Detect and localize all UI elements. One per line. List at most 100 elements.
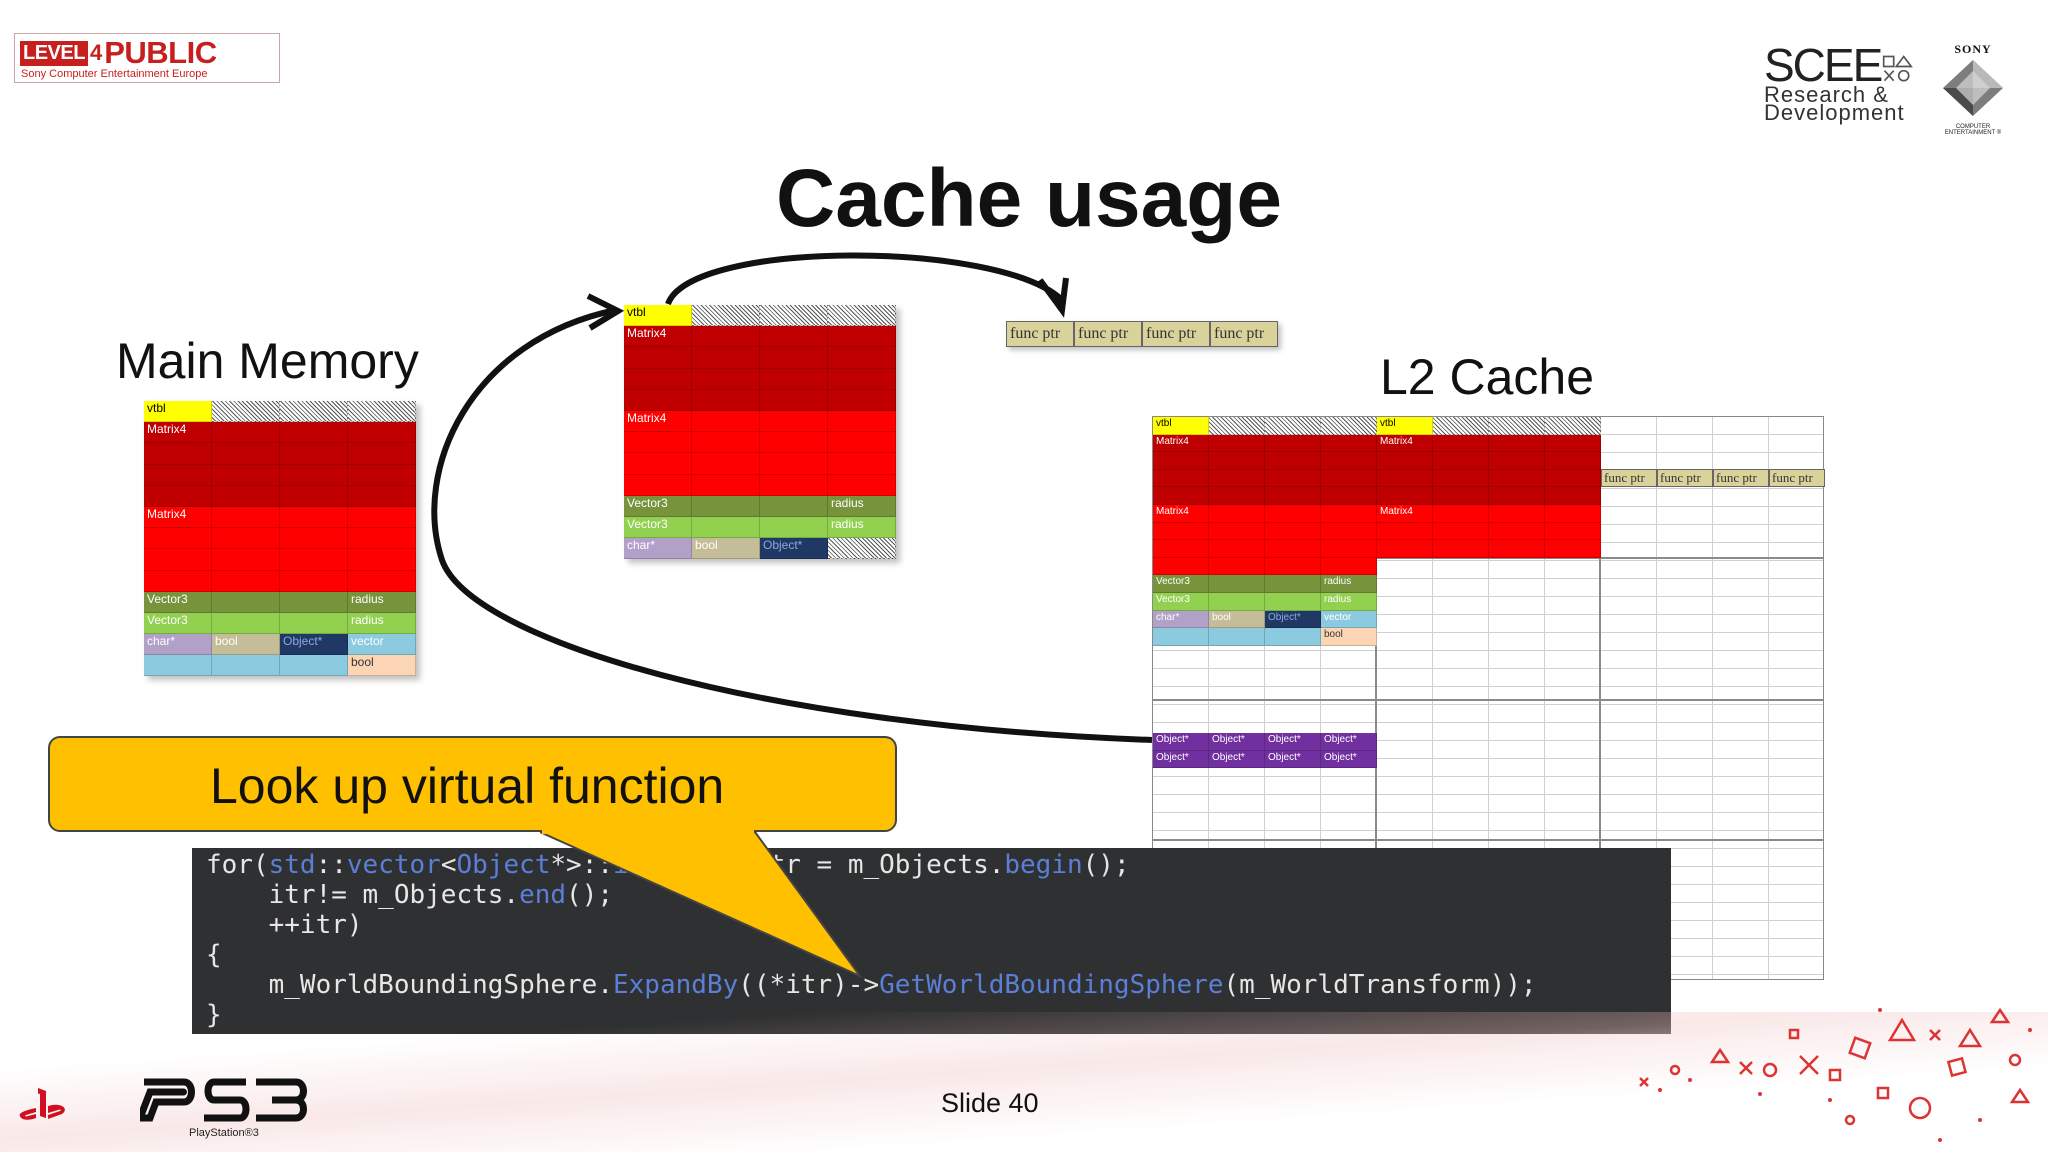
cell-radius: radius xyxy=(828,495,896,517)
cell-char-ptr: char* xyxy=(1153,610,1209,629)
cell-pad xyxy=(692,305,760,327)
cell-matrix xyxy=(348,528,416,550)
cell-bool: bool xyxy=(692,538,760,560)
badge-subtitle: Sony Computer Entertainment Europe xyxy=(21,68,208,80)
cell-object-ptr: Object* xyxy=(1321,733,1377,751)
callout-text: Look up virtual function xyxy=(210,758,725,814)
cell-matrix xyxy=(760,432,828,454)
cell-matrix xyxy=(1489,434,1545,453)
cell-vector-part xyxy=(280,655,348,677)
ps3-subtitle: PlayStation®3 xyxy=(189,1127,259,1139)
cell-pad xyxy=(1321,417,1377,435)
cell-pad xyxy=(280,401,348,423)
cell-matrix xyxy=(828,410,896,433)
cell-pad xyxy=(1433,417,1489,435)
cell-matrix4: Matrix4 xyxy=(1377,504,1433,523)
cell-matrix xyxy=(692,453,760,475)
arrow-to-vtable xyxy=(665,252,1065,306)
cell-matrix xyxy=(1209,434,1265,453)
cache-line-divider xyxy=(1153,557,1823,559)
cell-pad xyxy=(1545,417,1601,435)
cell-vtbl: vtbl xyxy=(144,401,212,423)
cell-matrix xyxy=(280,464,348,486)
cell-matrix xyxy=(828,432,896,454)
code-line-5: m_WorldBoundingSphere.ExpandBy((*itr)->G… xyxy=(206,970,1537,1000)
cell-matrix xyxy=(1433,540,1489,558)
cell-matrix xyxy=(144,570,212,592)
cell-vector3-part xyxy=(212,612,280,635)
scee-line1: Research & xyxy=(1764,82,1889,107)
cell-matrix xyxy=(760,347,828,369)
cell-matrix4: Matrix4 xyxy=(1377,434,1433,453)
cell-vector3-part xyxy=(760,495,828,517)
code-line-3: ++itr) xyxy=(206,910,363,940)
cell-matrix xyxy=(144,464,212,486)
cell-matrix xyxy=(1265,557,1321,576)
badge-number: 4 xyxy=(89,40,103,66)
cell-matrix xyxy=(692,432,760,454)
cell-matrix xyxy=(1377,487,1433,505)
cell-matrix xyxy=(1265,487,1321,505)
cell-pad xyxy=(1489,417,1545,435)
cell-vector: vector xyxy=(348,634,416,656)
cell-matrix xyxy=(624,368,692,390)
cell-object-ptr: Object* xyxy=(1321,750,1377,769)
cell-matrix xyxy=(1209,504,1265,523)
cell-object-ptr: Object* xyxy=(1153,750,1209,769)
cell-vector3-part xyxy=(280,612,348,635)
cell-matrix xyxy=(1377,452,1433,470)
playstation-symbols-icon xyxy=(1883,55,1914,82)
level4-public-badge: LEVEL 4 PUBLIC Sony Computer Entertainme… xyxy=(14,33,280,83)
code-line-1: for(std::vector<Object*>::iterator itr =… xyxy=(206,850,1130,880)
func-ptr-cell: func ptr xyxy=(1006,321,1074,347)
cache-line-divider xyxy=(1375,417,1377,979)
cell-matrix xyxy=(1321,522,1377,541)
cell-matrix4: Matrix4 xyxy=(624,410,692,433)
cell-vector3: Vector3 xyxy=(144,591,212,613)
scee-logo: SCEE Research & Development xyxy=(1764,42,1914,124)
cell-vector-part xyxy=(1265,628,1321,646)
cache-func-ptr-row: func ptr func ptr func ptr func ptr xyxy=(1601,469,1825,487)
cell-matrix xyxy=(692,347,760,369)
badge-level: LEVEL xyxy=(20,40,88,66)
cell-vector3-part xyxy=(1209,575,1265,593)
cell-matrix xyxy=(624,474,692,496)
vtable-func-ptr-row: func ptr func ptr func ptr func ptr xyxy=(1006,321,1278,347)
func-ptr-cell: func ptr xyxy=(1210,321,1278,347)
cell-pad xyxy=(348,401,416,423)
cell-matrix xyxy=(1209,452,1265,470)
cell-matrix xyxy=(1545,504,1601,523)
cell-matrix xyxy=(1489,522,1545,541)
cell-matrix xyxy=(1265,522,1321,541)
cell-matrix xyxy=(348,549,416,571)
cell-matrix xyxy=(212,528,280,550)
cell-pad xyxy=(212,401,280,423)
cell-pad xyxy=(828,305,896,327)
cell-matrix xyxy=(280,570,348,592)
cache-line-divider xyxy=(1599,417,1601,979)
cell-object-ptr: Object* xyxy=(1209,750,1265,769)
cell-matrix xyxy=(692,410,760,433)
cell-matrix xyxy=(1433,452,1489,470)
footer-band xyxy=(0,1012,2048,1152)
cell-matrix xyxy=(280,506,348,529)
cell-bool: bool xyxy=(348,655,416,677)
cell-matrix xyxy=(1489,469,1545,488)
cell-matrix xyxy=(280,485,348,507)
cell-matrix xyxy=(1489,540,1545,558)
cell-vector3: Vector3 xyxy=(144,612,212,635)
cell-matrix xyxy=(1321,540,1377,558)
sony-wordmark: SONY xyxy=(1954,42,1992,56)
cell-matrix xyxy=(1377,469,1433,488)
cell-matrix xyxy=(212,422,280,444)
playstation-shapes-decoration-icon xyxy=(1639,1007,2032,1142)
cell-matrix xyxy=(624,389,692,411)
cell-vector-part xyxy=(212,655,280,677)
func-ptr-cell: func ptr xyxy=(1657,469,1713,487)
cell-matrix xyxy=(280,443,348,465)
cell-pad xyxy=(1209,417,1265,435)
l2-cache-label: L2 Cache xyxy=(1380,349,1595,405)
cell-matrix4: Matrix4 xyxy=(1153,434,1209,453)
cell-matrix xyxy=(692,474,760,496)
cell-matrix4: Matrix4 xyxy=(144,506,212,529)
